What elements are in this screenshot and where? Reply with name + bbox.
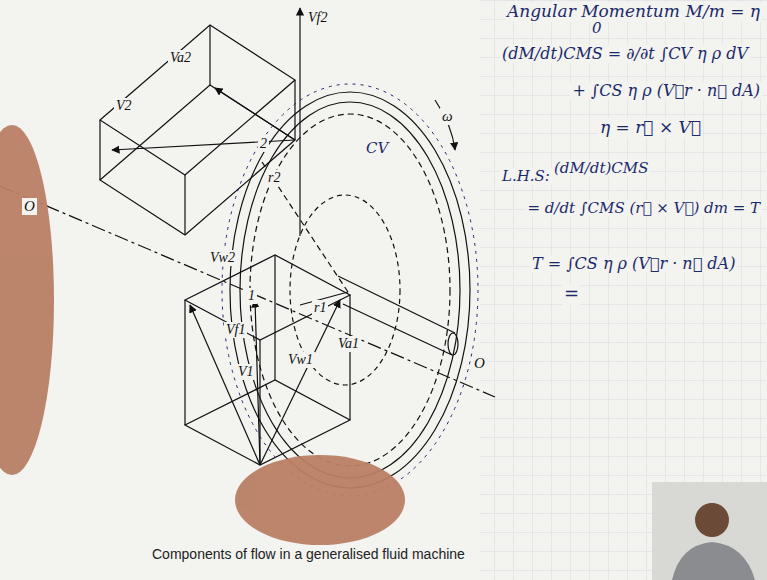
- station-label: 2: [258, 136, 269, 152]
- velocity-label: V1: [236, 364, 256, 380]
- equation: (dM/dt)CMS: [552, 160, 650, 177]
- ratio-note: M/m = η: [684, 2, 763, 22]
- axis-label: O: [22, 198, 37, 215]
- axis-label: O: [472, 355, 487, 372]
- figure-caption: Components of flow in a generalised flui…: [150, 546, 467, 562]
- velocity-label: Va1: [336, 336, 361, 352]
- station-label: 1: [246, 288, 257, 304]
- equation: T = ∫CS η ρ (V⃗r · n⃗ dA): [530, 255, 737, 273]
- heading-note: Angular Momentum M.: [505, 2, 710, 22]
- zero-note: 0: [590, 20, 604, 37]
- control-volume-label: CV: [364, 140, 390, 157]
- velocity-label: Vf1: [224, 322, 247, 338]
- hands: [0, 125, 405, 545]
- graph-paper: [480, 0, 767, 580]
- rotation-label: ω: [440, 108, 455, 125]
- radius-label: r1: [312, 300, 328, 316]
- velocity-label: Vw2: [208, 250, 237, 266]
- equation: η = r⃗ × V⃗: [598, 118, 703, 138]
- equation: =: [562, 284, 581, 305]
- equation: L.H.S:: [500, 168, 552, 185]
- control-volume: [222, 84, 478, 496]
- velocity-label: V2: [114, 98, 134, 114]
- equation: = d/dt ∫CMS (r⃗ × V⃗) dm = T: [525, 200, 762, 217]
- velocity-label: Vf2: [306, 10, 329, 26]
- presenter-inset: [652, 482, 767, 580]
- velocity-label: Va2: [168, 50, 193, 66]
- equation: + ∫CS η ρ (V⃗r · n⃗ dA): [570, 82, 762, 100]
- velocity-label: Vw1: [286, 352, 315, 368]
- radius-label: r2: [266, 170, 282, 186]
- equation: (dM/dt)CMS = ∂/∂t ∫CV η ρ dV: [500, 45, 750, 63]
- machine-drawing: [0, 8, 495, 488]
